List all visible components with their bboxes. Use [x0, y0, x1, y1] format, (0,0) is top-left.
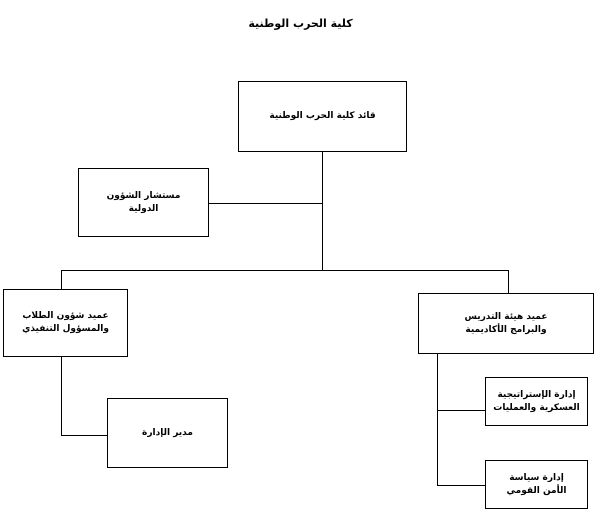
connector-to-dean-faculty — [508, 270, 509, 294]
node-dean-faculty-academics[interactable]: عميد هيئة التدريس والبرامج الأكاديمية — [418, 293, 594, 354]
page-title: كلية الحرب الوطنية — [248, 17, 353, 30]
node-dean-student-affairs-label: عميد شؤون الطلاب والمسؤول التنفيذي — [22, 311, 109, 334]
node-intl-affairs-advisor[interactable]: مستشار الشؤون الدولية — [78, 168, 209, 237]
node-director-administration-label: مدير الإدارة — [142, 427, 193, 438]
connector-dean-student-affairs-trunk — [61, 357, 62, 436]
connector-commander-trunk — [322, 152, 323, 271]
node-dept-military-strategy-label: إدارة الإستراتيجية العسكرية والعمليات — [493, 389, 580, 413]
node-dean-faculty-academics-label: عميد هيئة التدريس والبرامج الأكاديمية — [464, 311, 548, 335]
connector-to-dean-student-affairs — [61, 270, 62, 290]
node-dept-national-security-policy-label: إدارة سياسة الأمن القومي — [506, 472, 567, 496]
connector-to-dept-national-security-policy — [437, 485, 486, 486]
node-director-administration[interactable]: مدير الإدارة — [107, 398, 228, 468]
node-dept-military-strategy[interactable]: إدارة الإستراتيجية العسكرية والعمليات — [485, 377, 588, 426]
connector-to-dept-military-strategy — [437, 410, 486, 411]
connector-dean-faculty-trunk — [437, 354, 438, 485]
node-dean-student-affairs[interactable]: عميد شؤون الطلاب والمسؤول التنفيذي — [3, 289, 128, 357]
node-dept-national-security-policy[interactable]: إدارة سياسة الأمن القومي — [485, 460, 588, 509]
node-commander-label: قائد كلية الحرب الوطنية — [269, 111, 376, 121]
connector-to-director-administration — [61, 435, 108, 436]
connector-commander-to-advisor — [209, 203, 323, 204]
node-intl-affairs-advisor-label: مستشار الشؤون الدولية — [106, 190, 181, 214]
connector-level1-bar — [61, 270, 509, 271]
node-commander[interactable]: قائد كلية الحرب الوطنية — [238, 81, 407, 152]
